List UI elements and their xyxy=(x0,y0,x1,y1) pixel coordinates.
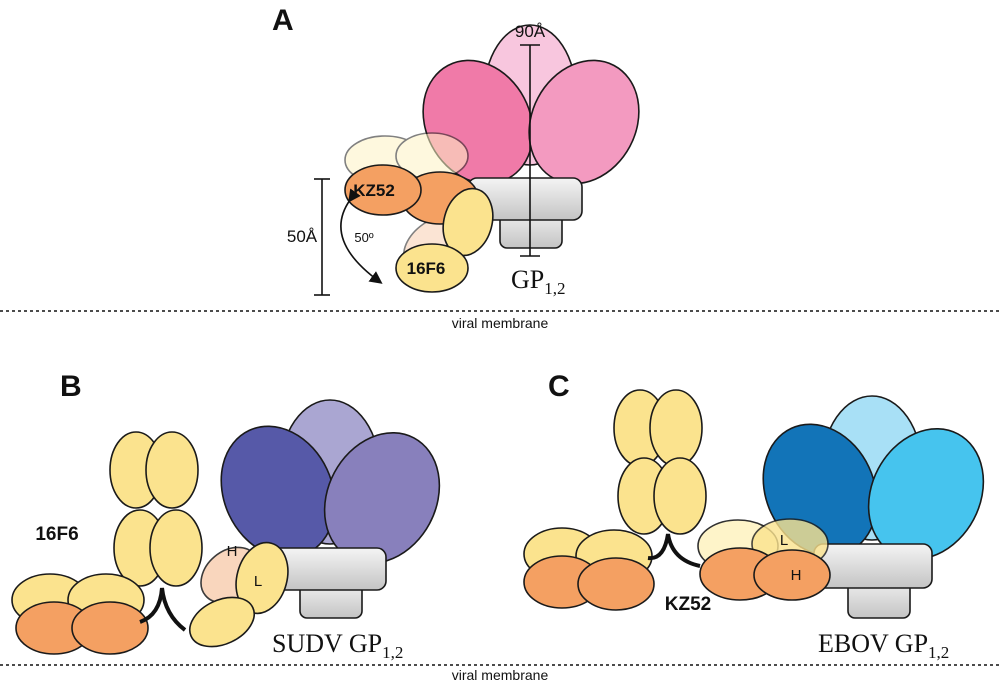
rotation-arrow xyxy=(340,188,383,284)
membrane-label-bottom: viral membrane xyxy=(452,667,549,683)
panel-a: A 90Å KZ52 16F6 50Å 50 xyxy=(0,4,1000,331)
gp-label-b: SUDV GP1,2 xyxy=(272,629,403,662)
chain-l-label-b: L xyxy=(254,573,262,590)
kz52-label: KZ52 xyxy=(353,181,395,200)
gp-label-a: GP1,2 xyxy=(511,265,566,298)
panel-b: B 16F6 H L SUDV GP1,2 xyxy=(11,370,441,662)
kz52-upright-fab xyxy=(653,457,707,535)
kz52-label-c: KZ52 xyxy=(665,594,711,615)
panel-c: C L H KZ52 EBOV GP1,2 xyxy=(523,370,985,662)
16f6-hinge xyxy=(139,587,187,632)
chain-h-label-b: H xyxy=(227,543,238,560)
ebov-stem-upper xyxy=(813,543,933,589)
16f6-upright-fab xyxy=(149,509,203,587)
16f6-domain-lower xyxy=(395,243,469,293)
kz52-lying-fab xyxy=(577,557,655,611)
dimension-label-90: 90Å xyxy=(515,22,546,41)
kz52-hinge xyxy=(647,533,701,568)
16f6-constant-domain xyxy=(189,596,255,648)
chain-h-label-c: H xyxy=(791,567,802,584)
16f6-lying-fab xyxy=(71,601,149,655)
dimension-label-50: 50Å xyxy=(287,227,318,246)
panel-a-letter: A xyxy=(272,4,294,37)
16f6-label-b: 16F6 xyxy=(35,524,78,545)
kz52-light-domain xyxy=(753,549,831,601)
gp-label-c: EBOV GP1,2 xyxy=(818,629,949,662)
panel-b-letter: B xyxy=(60,370,82,403)
16f6-label: 16F6 xyxy=(407,259,446,278)
chain-l-label-c: L xyxy=(780,532,788,549)
rotation-angle-label: 50º xyxy=(354,230,373,245)
panel-c-letter: C xyxy=(548,370,570,403)
membrane-label-top: viral membrane xyxy=(452,315,549,331)
